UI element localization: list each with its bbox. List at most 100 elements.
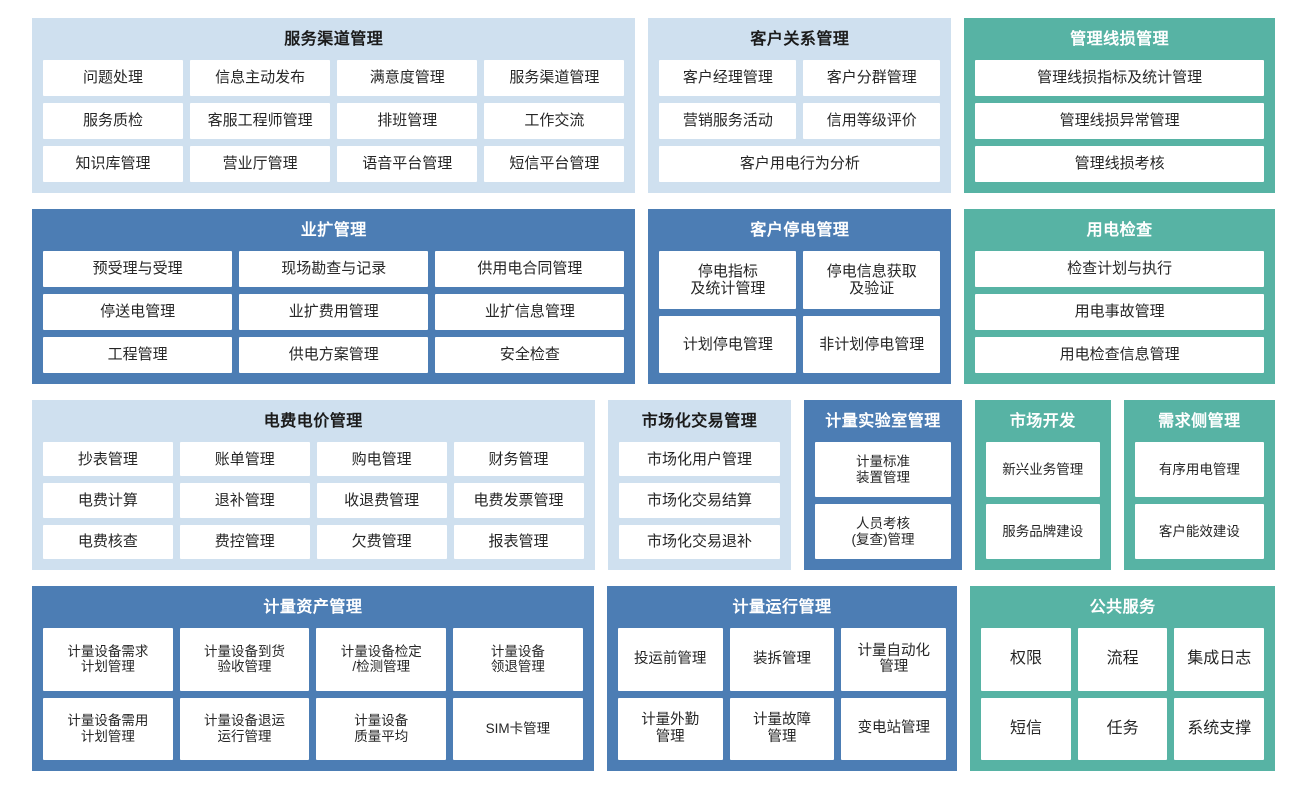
panel-tile-grid: 停电指标 及统计管理 停电信息获取 及验证 计划停电管理 非计划停电管理	[659, 251, 941, 373]
panel-title: 用电检查	[1086, 222, 1153, 239]
panel-metering-asset-management[interactable]: 计量资产管理 计量设备需求 计划管理 计量设备到货 验收管理 计量设备检定 /检…	[32, 586, 594, 771]
tile-voice-platform-management[interactable]: 语音平台管理	[337, 146, 478, 182]
tile-line-loss-assessment[interactable]: 管理线损考核	[975, 146, 1264, 182]
panel-market-development[interactable]: 市场开发 新兴业务管理 服务品牌建设	[974, 400, 1111, 570]
tile-metering-device-verification-testing-management[interactable]: 计量设备检定 /检测管理	[316, 628, 447, 691]
tile-metering-device-decommission-operation-management[interactable]: 计量设备退运 运行管理	[179, 697, 310, 760]
tile-customer-power-usage-behavior-analysis[interactable]: 客户用电行为分析	[659, 146, 941, 182]
tile-credit-rating-evaluation[interactable]: 信用等级评价	[803, 103, 941, 139]
tile-sms-platform-management[interactable]: 短信平台管理	[484, 146, 625, 182]
tile-marketing-service-activity[interactable]: 营销服务活动	[659, 103, 797, 139]
tile-service-engineer-management[interactable]: 客服工程师管理	[190, 103, 331, 139]
tile-permissions[interactable]: 权限	[981, 628, 1071, 691]
tile-pre-commissioning-management[interactable]: 投运前管理	[617, 628, 723, 691]
tile-substation-management[interactable]: 变电站管理	[841, 697, 947, 760]
tile-integration-log[interactable]: 集成日志	[1174, 628, 1264, 691]
tile-workflow[interactable]: 流程	[1077, 628, 1168, 691]
tile-planned-outage-management[interactable]: 计划停电管理	[659, 315, 797, 373]
panel-tile-grid: 问题处理 信息主动发布 满意度管理 服务渠道管理 服务质检 客服工程师管理 排班…	[43, 60, 625, 182]
tile-expansion-information-management[interactable]: 业扩信息管理	[435, 294, 625, 330]
tile-inspection-plan-and-execution[interactable]: 检查计划与执行	[975, 251, 1264, 287]
tile-meter-reading-management[interactable]: 抄表管理	[43, 442, 173, 477]
tile-sms[interactable]: 短信	[981, 697, 1071, 760]
tile-knowledge-base-management[interactable]: 知识库管理	[43, 146, 184, 182]
panel-metering-operation-management[interactable]: 计量运行管理 投运前管理 装拆管理 计量自动化 管理 计量外勤 管理 计量故障 …	[606, 586, 958, 771]
panel-market-trading-management[interactable]: 市场化交易管理 市场化用户管理 市场化交易结算 市场化交易退补	[607, 400, 792, 570]
tile-outage-info-acquisition-and-verification[interactable]: 停电信息获取 及验证	[803, 251, 941, 309]
tile-metering-device-issue-return-management[interactable]: 计量设备 领退管理	[453, 628, 583, 691]
tile-refund-and-supplement-management[interactable]: 退补管理	[179, 483, 310, 518]
tile-customer-segmentation-management[interactable]: 客户分群管理	[803, 60, 941, 96]
tile-electricity-accident-management[interactable]: 用电事故管理	[975, 294, 1264, 330]
tile-power-supply-scheme-management[interactable]: 供电方案管理	[239, 337, 429, 373]
tile-electricity-invoice-management[interactable]: 电费发票管理	[453, 483, 584, 518]
tile-unplanned-outage-management[interactable]: 非计划停电管理	[803, 315, 941, 373]
tile-arrears-management[interactable]: 欠费管理	[316, 524, 447, 559]
panel-title: 电费电价管理	[263, 413, 363, 430]
tile-system-support[interactable]: 系统支撑	[1174, 697, 1264, 760]
tile-collection-and-refund-management[interactable]: 收退费管理	[316, 483, 447, 518]
tile-service-quality-inspection[interactable]: 服务质检	[43, 103, 184, 139]
tile-line-loss-index-and-statistics[interactable]: 管理线损指标及统计管理	[975, 60, 1264, 96]
panel-tile-grid: 投运前管理 装拆管理 计量自动化 管理 计量外勤 管理 计量故障 管理 变电站管…	[617, 628, 947, 760]
panel-demand-side-management[interactable]: 需求侧管理 有序用电管理 客户能效建设	[1123, 400, 1275, 570]
tile-sim-card-management[interactable]: SIM卡管理	[453, 697, 583, 760]
tile-issue-handling[interactable]: 问题处理	[43, 60, 184, 96]
tile-emerging-business-management[interactable]: 新兴业务管理	[985, 442, 1100, 497]
tile-market-user-management[interactable]: 市场化用户管理	[618, 442, 781, 477]
tile-electricity-fee-calculation[interactable]: 电费计算	[43, 483, 173, 518]
tile-metering-field-work-management[interactable]: 计量外勤 管理	[617, 697, 723, 760]
tile-power-supply-contract-management[interactable]: 供用电合同管理	[435, 251, 625, 287]
tile-fee-control-management[interactable]: 费控管理	[179, 524, 310, 559]
tile-line-loss-exception-management[interactable]: 管理线损异常管理	[975, 103, 1264, 139]
tile-account-manager-management[interactable]: 客户经理管理	[659, 60, 797, 96]
tile-metering-device-quality-average[interactable]: 计量设备 质量平均	[316, 697, 447, 760]
tile-metering-device-arrival-acceptance-management[interactable]: 计量设备到货 验收管理	[179, 628, 310, 691]
tile-expansion-fee-management[interactable]: 业扩费用管理	[239, 294, 429, 330]
tile-metering-standard-device-management[interactable]: 计量标准 装置管理	[815, 442, 951, 497]
panel-metering-laboratory-management[interactable]: 计量实验室管理 计量标准 装置管理 人员考核 (复查)管理	[804, 400, 962, 570]
tile-power-purchase-management[interactable]: 购电管理	[316, 442, 447, 477]
tile-business-hall-management[interactable]: 营业厅管理	[190, 146, 331, 182]
panel-customer-outage-management[interactable]: 客户停电管理 停电指标 及统计管理 停电信息获取 及验证 计划停电管理 非计划停…	[648, 209, 952, 384]
panel-service-channel-management[interactable]: 服务渠道管理 问题处理 信息主动发布 满意度管理 服务渠道管理 服务质检 客服工…	[32, 18, 636, 193]
panel-public-services[interactable]: 公共服务 权限 流程 集成日志 短信 任务 系统支撑	[970, 586, 1275, 771]
panel-customer-relationship-management[interactable]: 客户关系管理 客户经理管理 客户分群管理 营销服务活动 信用等级评价 客户用电行…	[648, 18, 952, 193]
tile-finance-management[interactable]: 财务管理	[453, 442, 584, 477]
panel-tile-grid: 计量标准 装置管理 人员考核 (复查)管理	[815, 442, 951, 559]
tile-electricity-fee-audit[interactable]: 电费核查	[43, 524, 173, 559]
tile-proactive-info-release[interactable]: 信息主动发布	[190, 60, 331, 96]
tile-outage-index-and-statistics[interactable]: 停电指标 及统计管理	[659, 251, 797, 309]
tile-task[interactable]: 任务	[1077, 697, 1168, 760]
panel-tile-grid: 管理线损指标及统计管理 管理线损异常管理 管理线损考核	[975, 60, 1264, 182]
panel-title: 计量实验室管理	[825, 413, 941, 430]
tile-metering-fault-management[interactable]: 计量故障 管理	[729, 697, 835, 760]
tile-install-removal-management[interactable]: 装拆管理	[729, 628, 835, 691]
tile-inspection-information-management[interactable]: 用电检查信息管理	[975, 337, 1264, 373]
tile-shift-scheduling[interactable]: 排班管理	[337, 103, 478, 139]
tile-pre-acceptance-and-acceptance[interactable]: 预受理与受理	[43, 251, 233, 287]
tile-power-cutoff-and-restore-management[interactable]: 停送电管理	[43, 294, 233, 330]
tile-market-trade-refund[interactable]: 市场化交易退补	[618, 524, 781, 559]
tile-metering-device-demand-plan-management[interactable]: 计量设备需求 计划管理	[43, 628, 173, 691]
tile-metering-automation-management[interactable]: 计量自动化 管理	[841, 628, 947, 691]
tile-satisfaction-management[interactable]: 满意度管理	[337, 60, 478, 96]
tile-site-survey-and-record[interactable]: 现场勘查与记录	[239, 251, 429, 287]
panel-business-expansion-management[interactable]: 业扩管理 预受理与受理 现场勘查与记录 供用电合同管理 停送电管理 业扩费用管理…	[32, 209, 636, 384]
tile-service-channel-management[interactable]: 服务渠道管理	[484, 60, 625, 96]
tile-market-trade-settlement[interactable]: 市场化交易结算	[618, 483, 781, 518]
tile-report-management[interactable]: 报表管理	[453, 524, 584, 559]
tile-project-management[interactable]: 工程管理	[43, 337, 233, 373]
tile-metering-device-requirement-plan-management[interactable]: 计量设备需用 计划管理	[43, 697, 173, 760]
tile-service-brand-building[interactable]: 服务品牌建设	[985, 504, 1100, 559]
tile-safety-inspection[interactable]: 安全检查	[435, 337, 625, 373]
tile-customer-energy-efficiency-building[interactable]: 客户能效建设	[1134, 504, 1264, 559]
panel-electricity-usage-inspection[interactable]: 用电检查 检查计划与执行 用电事故管理 用电检查信息管理	[964, 209, 1275, 384]
tile-personnel-assessment-review-management[interactable]: 人员考核 (复查)管理	[815, 504, 951, 559]
panel-tariff-and-price-management[interactable]: 电费电价管理 抄表管理 账单管理 购电管理 财务管理 电费计算 退补管理 收退费…	[32, 400, 595, 570]
panel-management-line-loss[interactable]: 管理线损管理 管理线损指标及统计管理 管理线损异常管理 管理线损考核	[964, 18, 1275, 193]
tile-bill-management[interactable]: 账单管理	[179, 442, 310, 477]
tile-work-exchange[interactable]: 工作交流	[484, 103, 625, 139]
tile-orderly-power-usage-management[interactable]: 有序用电管理	[1134, 442, 1264, 497]
